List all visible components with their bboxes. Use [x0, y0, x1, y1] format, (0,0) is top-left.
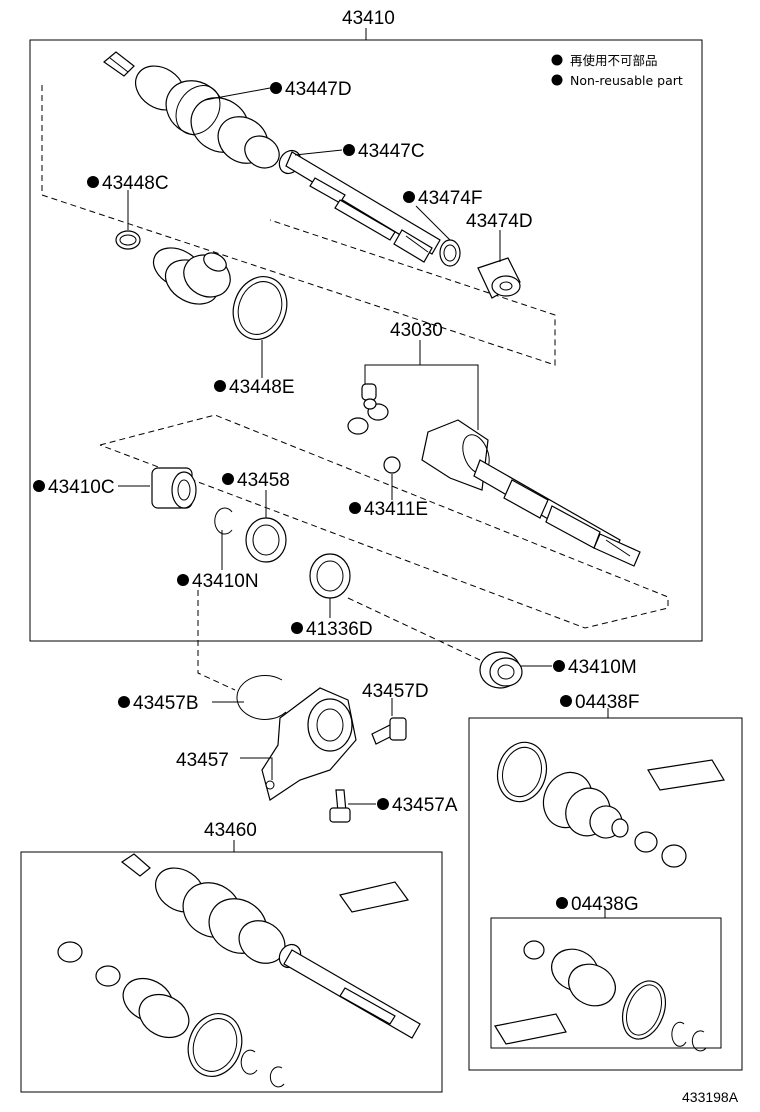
frame-43460: [20, 851, 443, 1093]
label-43460: 43460: [204, 820, 257, 841]
clamp-43448C-illustration: [115, 230, 141, 250]
outer-shaft-assembly-illustration: [103, 51, 441, 263]
label-43457B: 43457B: [133, 693, 199, 714]
inner-boot-illustration: [152, 247, 231, 305]
shaft-assembly-43460-illustration: [57, 853, 421, 1088]
non-reusable-dot-icon: [403, 191, 415, 203]
label-43410C: 43410C: [48, 477, 115, 498]
non-reusable-dot-icon: [349, 502, 361, 514]
legend-dot-icon: [551, 54, 563, 66]
label-04438G: 04438G: [571, 894, 639, 915]
bracket-43457-illustration: [261, 687, 357, 801]
diagram-code: 433198A: [682, 1089, 739, 1105]
non-reusable-dot-icon: [553, 660, 565, 672]
inner-joint-housing-illustration: [421, 419, 641, 567]
non-reusable-dot-icon: [377, 798, 389, 810]
dashed-group-outer: [41, 85, 556, 366]
frame-04438F: [468, 717, 743, 1071]
non-reusable-dot-icon: [343, 144, 355, 156]
bolt-43457D-illustration: [371, 717, 407, 745]
frame-04438G: [490, 917, 722, 1049]
bolt-43457A-illustration: [329, 789, 351, 823]
dashed-group-inner: [99, 414, 669, 629]
label-43411E: 43411E: [364, 499, 428, 520]
label-43474D: 43474D: [466, 211, 533, 232]
snap-ring-43410N-illustration: [214, 507, 233, 535]
leader-lines: [118, 28, 609, 918]
label-43410M: 43410M: [568, 657, 637, 678]
tripod-joint-illustration: [347, 383, 389, 435]
legend-text-jp: 再使用不可部品: [570, 53, 658, 68]
non-reusable-dot-icon: [556, 897, 568, 909]
label-43457: 43457: [176, 750, 229, 771]
bearing-43410M-illustration: [479, 651, 523, 689]
label-04438F: 04438F: [575, 692, 639, 713]
dashed-link-43410N: [197, 590, 236, 691]
damper-43474D-illustration: [477, 257, 521, 299]
label-43457A: 43457A: [392, 795, 458, 816]
legend-text-en: Non-reusable part: [570, 73, 683, 88]
label-43448C: 43448C: [102, 173, 169, 194]
seal-43458-illustration: [245, 517, 287, 563]
label-43410N: 43410N: [192, 571, 259, 592]
snap-ring-43457B-illustration: [236, 674, 287, 720]
label-43474F: 43474F: [418, 188, 482, 209]
label-43447C: 43447C: [358, 141, 425, 162]
non-reusable-dot-icon: [291, 622, 303, 634]
non-reusable-dot-icon: [560, 695, 572, 707]
label-43457D: 43457D: [362, 681, 429, 702]
dashed-link-41336D: [347, 597, 481, 661]
non-reusable-dot-icon: [87, 176, 99, 188]
label-43447D: 43447D: [285, 79, 352, 100]
snap-ring-43411E-illustration: [383, 456, 401, 474]
seal-41336D-illustration: [309, 553, 351, 599]
non-reusable-dot-icon: [214, 380, 226, 392]
label-41336D: 41336D: [306, 619, 373, 640]
non-reusable-dot-icon: [118, 696, 130, 708]
non-reusable-dot-icon: [222, 473, 234, 485]
non-reusable-dot-icon: [33, 480, 45, 492]
bearing-43410C-illustration: [151, 467, 197, 509]
boot-kit-04438F-illustration: [496, 741, 725, 868]
label-43458: 43458: [237, 470, 290, 491]
label-43448E: 43448E: [229, 377, 295, 398]
boot-kit-04438G-illustration: [494, 940, 707, 1052]
legend-dot-icon: [551, 74, 563, 86]
label-43410: 43410: [342, 8, 395, 29]
boot-band-43448E-illustration: [232, 276, 288, 340]
non-reusable-dot-icon: [177, 574, 189, 586]
clamp-43474F-illustration: [439, 239, 461, 267]
label-43030: 43030: [390, 320, 443, 341]
non-reusable-dot-icon: [270, 82, 282, 94]
